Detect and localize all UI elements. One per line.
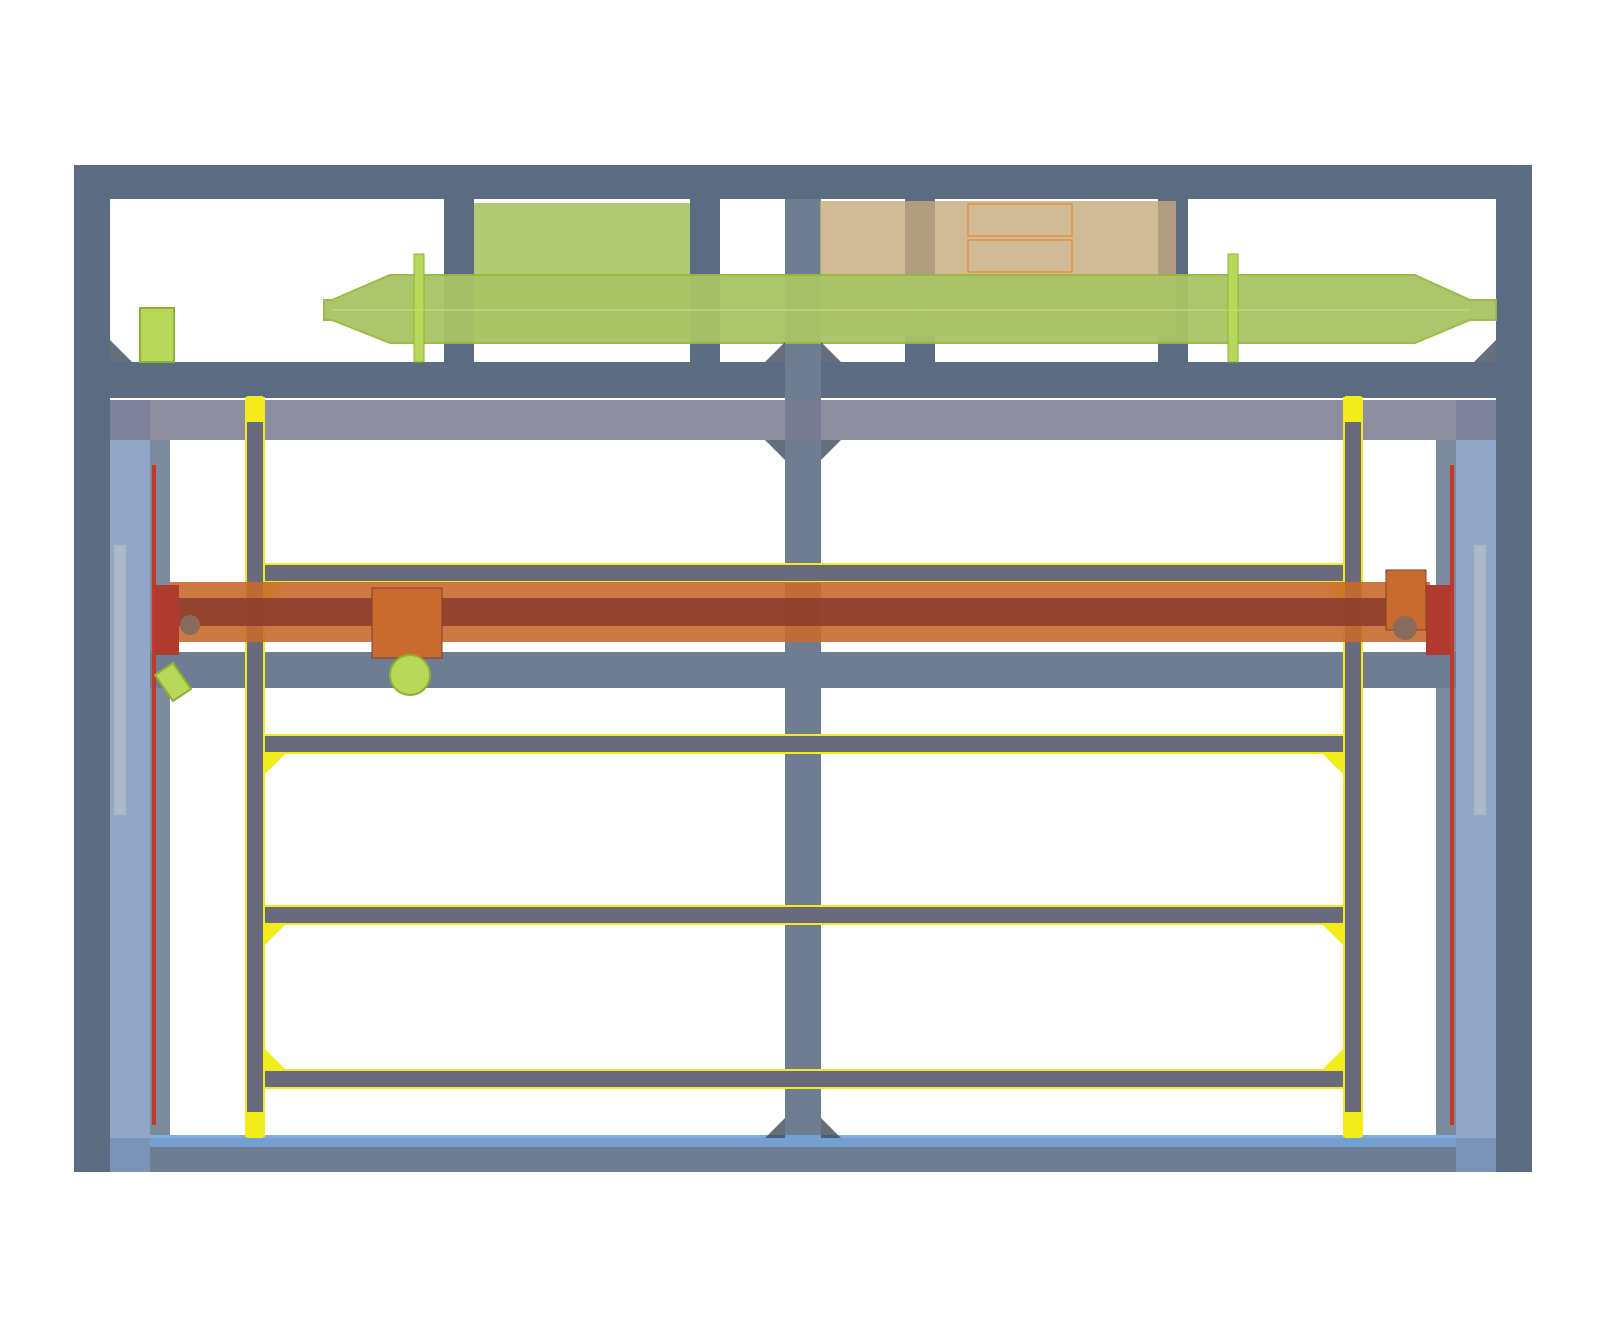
bed-right-rail: [1343, 397, 1363, 1137]
rail-slot-left: [114, 545, 126, 815]
bracket-icon: [1322, 924, 1344, 946]
bracket-icon: [1322, 753, 1344, 775]
laser-tube: [323, 253, 1497, 363]
bed-end-cap-top-left: [247, 396, 263, 422]
side-rail-left: [152, 465, 156, 1125]
bracket-icon: [264, 924, 286, 946]
gantry-support-beam: [150, 652, 1456, 688]
mirror-mount-icon: [153, 661, 193, 703]
gantry: [155, 569, 1450, 696]
frame-right-post: [1496, 165, 1532, 1172]
frame-left-post: [74, 165, 110, 1172]
frame-top-beam: [74, 165, 1532, 199]
tube-clamp-right: [1227, 253, 1239, 363]
gusset-icon: [765, 440, 785, 460]
bed-end-cap-bottom-right: [1345, 1112, 1361, 1138]
gusset-icon: [821, 342, 841, 362]
bed-slat-4: [263, 1069, 1345, 1089]
gantry-end-left: [155, 585, 179, 655]
bed-end-cap-top-right: [1345, 396, 1361, 422]
gusset-icon: [1474, 340, 1496, 362]
power-supply-panel-2: [967, 239, 1073, 273]
mirror-mount-icon: [139, 307, 175, 363]
bracket-icon: [264, 753, 286, 775]
bed-slat-3: [263, 905, 1345, 925]
bed-end-cap-bottom-left: [247, 1112, 263, 1138]
gusset-icon: [765, 1118, 785, 1138]
power-supply-panel-1: [967, 203, 1073, 237]
gantry-rail-stripe: [170, 598, 1430, 626]
bracket-icon: [1322, 1048, 1344, 1070]
tube-clamp-left: [413, 253, 425, 363]
gusset-icon: [110, 340, 132, 362]
pulley-right-icon: [1393, 616, 1417, 640]
inner-bottom-beam: [150, 1135, 1456, 1147]
mirror-mounts: [139, 307, 193, 703]
corner-gussets: [110, 340, 1496, 1138]
rail-slot-right: [1474, 545, 1486, 815]
bed-slat-2: [263, 734, 1345, 754]
gusset-icon: [821, 1118, 841, 1138]
co2-laser-tube-icon: [323, 274, 1497, 344]
gantry-end-right: [1426, 585, 1450, 655]
inner-frame: [110, 400, 1496, 1172]
pulley-left-icon: [180, 615, 200, 635]
bed-slat-1: [263, 563, 1345, 583]
inner-top-beam: [110, 400, 1496, 440]
bracket-icon: [264, 1048, 286, 1070]
side-rail-right: [1450, 465, 1454, 1125]
work-bed: [245, 397, 1363, 1137]
laser-head-icon: [389, 654, 431, 696]
gusset-icon: [821, 440, 841, 460]
laser-head-carriage: [371, 587, 443, 659]
bed-left-rail: [245, 397, 265, 1137]
gusset-icon: [765, 342, 785, 362]
